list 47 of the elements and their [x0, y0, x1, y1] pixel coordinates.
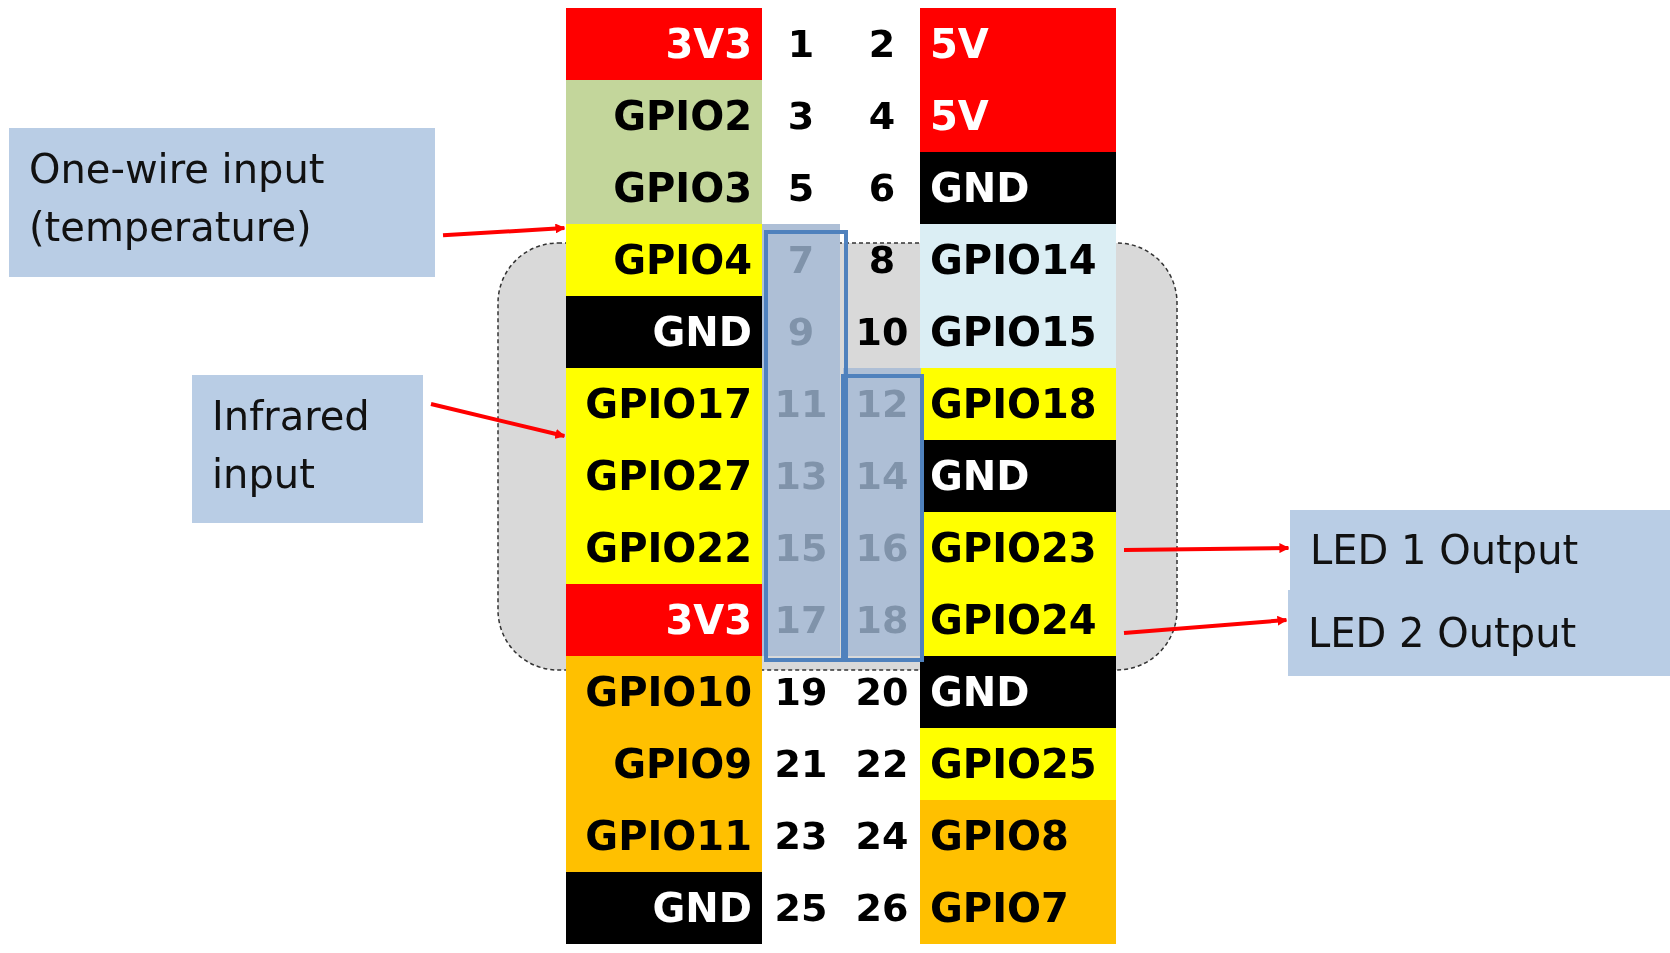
pin-cell: GPIO4: [566, 224, 762, 296]
pin-cell: GPIO7: [920, 872, 1116, 944]
pin-cell: GPIO17: [566, 368, 762, 440]
pin-cell: GPIO8: [920, 800, 1116, 872]
pin-cell: GPIO25: [920, 728, 1116, 800]
pin-cell: 3V3: [566, 8, 762, 80]
pin-number: 5: [786, 165, 816, 212]
pin-cell: GND: [566, 872, 762, 944]
pin-cell: GPIO27: [566, 440, 762, 512]
pin-number: 6: [867, 165, 897, 212]
pin-cell: 3V3: [566, 584, 762, 656]
pin-number: 1: [786, 21, 816, 68]
pin-number: 8: [867, 237, 897, 284]
pin-cell: GND: [566, 296, 762, 368]
pin-number: 10: [854, 309, 910, 356]
pin-cell: GPIO9: [566, 728, 762, 800]
pin-number: 26: [854, 885, 910, 932]
pin-number: 2: [867, 21, 897, 68]
pin-number: 4: [867, 93, 897, 140]
pin-number: 3: [786, 93, 816, 140]
pin-cell: GPIO14: [920, 224, 1116, 296]
callout-box: One-wire input (temperature): [9, 128, 435, 277]
arrow: [442, 223, 566, 238]
pin-number: 22: [854, 741, 910, 788]
pin-number: 20: [854, 669, 910, 716]
pin-cell: GPIO3: [566, 152, 762, 224]
callout-box: Infrared input: [192, 375, 423, 523]
pin-cell: GPIO11: [566, 800, 762, 872]
callout-box: LED 2 Output: [1288, 590, 1670, 676]
pin-cell: GND: [920, 152, 1116, 224]
pin-cell: 5V: [920, 8, 1116, 80]
pin-cell: GPIO18: [920, 368, 1116, 440]
arrow: [1123, 615, 1288, 635]
pin-number: 23: [773, 813, 829, 860]
pin-number: 25: [773, 885, 829, 932]
pin-cell: GPIO10: [566, 656, 762, 728]
pin-cell: GND: [920, 656, 1116, 728]
pin-cell: GPIO15: [920, 296, 1116, 368]
pin-cell: 5V: [920, 80, 1116, 152]
arrow: [430, 402, 566, 439]
pin-number: 24: [854, 813, 910, 860]
pin-number: 21: [773, 741, 829, 788]
pin-cell: GPIO2: [566, 80, 762, 152]
pin-cell: GPIO22: [566, 512, 762, 584]
pin-number: 19: [773, 669, 829, 716]
callout-box: LED 1 Output: [1290, 510, 1670, 590]
arrow: [1123, 543, 1290, 554]
